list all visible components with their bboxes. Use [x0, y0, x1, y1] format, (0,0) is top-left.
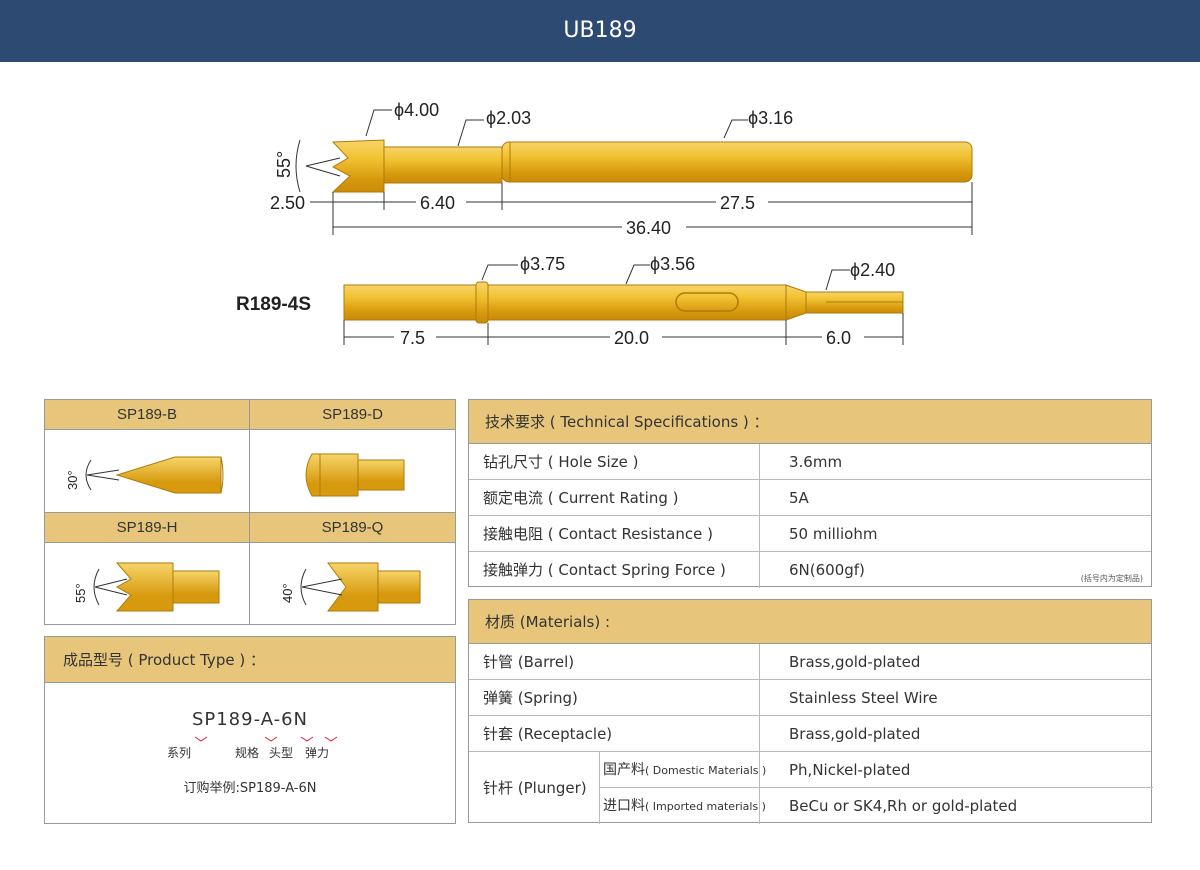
- probe-barrel-diameter: ϕ3.16: [748, 108, 793, 128]
- receptacle-tail-diameter: ϕ2.40: [850, 260, 895, 280]
- receptacle-label: R189-4S: [236, 294, 311, 315]
- plunger-row: 针杆 (Plunger) 国产料( Domestic Materials ) P…: [469, 752, 1153, 824]
- receptacle-body-diameter: ϕ3.56: [650, 254, 695, 274]
- head-type-d-drawing: [305, 453, 405, 497]
- material-value: Stainless Steel Wire: [789, 689, 938, 707]
- receptacle-drawing: R189-4S ϕ3.75 ϕ3.56 ϕ2.40 7.5 20.0 6.0: [236, 254, 904, 348]
- tech-specs-heading: 技术要求 ( Technical Specifications ) ：: [469, 400, 1151, 444]
- probe-drawing: 55° ϕ4.00 ϕ2.03 ϕ3.16 2.50 6.40 27.5 36.…: [270, 100, 973, 238]
- spec-label: 接触电阻 ( Contact Resistance ): [483, 525, 713, 543]
- head-type-h-label: SP189-H: [45, 513, 249, 543]
- spec-value: 5A: [789, 489, 809, 507]
- product-type-heading: 成品型号 ( Product Type ) ：: [45, 637, 455, 683]
- spec-row: 接触弹力 ( Contact Spring Force ) 6N(600gf) …: [469, 552, 1151, 588]
- spec-value: 6N(600gf): [789, 561, 865, 579]
- spec-row: 钻孔尺寸 ( Hole Size ) 3.6mm: [469, 444, 1151, 480]
- code-part-force: 弹力: [305, 746, 329, 760]
- code-part-head: 头型: [269, 746, 293, 760]
- product-type-panel: 成品型号 ( Product Type ) ： SP189-A-6N 系列 规格…: [44, 636, 456, 824]
- materials-heading: 材质 (Materials) :: [469, 600, 1151, 644]
- receptacle-length-b: 20.0: [614, 328, 649, 348]
- page-title: UB189: [563, 18, 637, 43]
- head-type-h-angle: 55°: [73, 583, 88, 603]
- material-row: 针套 (Receptacle) Brass,gold-plated: [469, 716, 1151, 752]
- spec-row: 额定电流 ( Current Rating ) 5A: [469, 480, 1151, 516]
- material-value: Brass,gold-plated: [789, 725, 921, 743]
- material-value: Brass,gold-plated: [789, 653, 921, 671]
- technical-drawing: 55° ϕ4.00 ϕ2.03 ϕ3.16 2.50 6.40 27.5 36.…: [236, 100, 973, 348]
- domestic-label-en: ( Domestic Materials ): [645, 764, 767, 777]
- domestic-label: 国产料: [603, 762, 645, 778]
- head-type-d: SP189-D: [250, 400, 455, 512]
- imported-value: BeCu or SK4,Rh or gold-plated: [789, 797, 1018, 815]
- material-label: 针套 (Receptacle): [483, 725, 613, 743]
- page-header: UB189: [0, 0, 1200, 62]
- probe-total-length: 36.40: [626, 218, 671, 238]
- head-type-h: SP189-H 55°: [45, 512, 250, 625]
- order-example: 订购举例:SP189-A-6N: [183, 781, 317, 796]
- head-types-panel: SP189-B 30° SP189-D SP189-H: [44, 399, 456, 625]
- head-type-b-angle: 30°: [65, 470, 80, 490]
- code-part-spec: 规格: [235, 745, 259, 760]
- product-code: SP189-A-6N: [191, 709, 309, 730]
- spec-row: 接触电阻 ( Contact Resistance ) 50 milliohm: [469, 516, 1151, 552]
- tech-specs-panel: 技术要求 ( Technical Specifications ) ： 钻孔尺寸…: [468, 399, 1152, 588]
- receptacle-ring-diameter: ϕ3.75: [520, 254, 565, 274]
- receptacle-length-a: 7.5: [400, 328, 425, 348]
- custom-note: (括号内为定制品): [1080, 574, 1143, 583]
- imported-label-en: ( Imported materials ): [645, 800, 766, 813]
- domestic-value: Ph,Nickel-plated: [789, 761, 911, 779]
- receptacle-length-c: 6.0: [826, 328, 851, 348]
- imported-label: 进口料: [603, 798, 645, 814]
- head-type-b: SP189-B 30°: [45, 400, 250, 512]
- spec-label: 额定电流 ( Current Rating ): [483, 489, 679, 507]
- probe-neck-length: 6.40: [420, 193, 455, 213]
- spec-label: 钻孔尺寸 ( Hole Size ): [483, 453, 639, 471]
- material-row: 针管 (Barrel) Brass,gold-plated: [469, 644, 1151, 680]
- head-type-q-drawing: 40°: [280, 562, 421, 612]
- probe-head-diameter: ϕ4.00: [394, 100, 439, 120]
- head-type-q: SP189-Q 40°: [250, 512, 455, 625]
- probe-angle-label: 55°: [274, 151, 294, 178]
- material-row: 弹簧 (Spring) Stainless Steel Wire: [469, 680, 1151, 716]
- material-label: 弹簧 (Spring): [483, 689, 578, 707]
- probe-barrel-length: 27.5: [720, 193, 755, 213]
- head-type-q-label: SP189-Q: [250, 513, 455, 543]
- spec-label: 接触弹力 ( Contact Spring Force ): [483, 561, 726, 579]
- head-type-b-label: SP189-B: [45, 400, 249, 430]
- code-part-series: 系列: [167, 746, 191, 760]
- spec-value: 50 milliohm: [789, 525, 878, 543]
- material-label: 针管 (Barrel): [483, 653, 575, 671]
- probe-tip-length: 2.50: [270, 193, 305, 213]
- spec-value: 3.6mm: [789, 453, 843, 471]
- plunger-label: 针杆 (Plunger): [483, 779, 587, 797]
- probe-neck-diameter: ϕ2.03: [486, 108, 531, 128]
- head-type-q-angle: 40°: [280, 583, 295, 603]
- head-type-b-drawing: 30°: [65, 456, 224, 494]
- materials-panel: 材质 (Materials) : 针管 (Barrel) Brass,gold-…: [468, 599, 1153, 824]
- product-code-breakdown: 系列 规格 头型 弹力: [167, 736, 338, 760]
- head-type-h-drawing: 55°: [73, 562, 220, 612]
- head-type-d-label: SP189-D: [250, 400, 455, 430]
